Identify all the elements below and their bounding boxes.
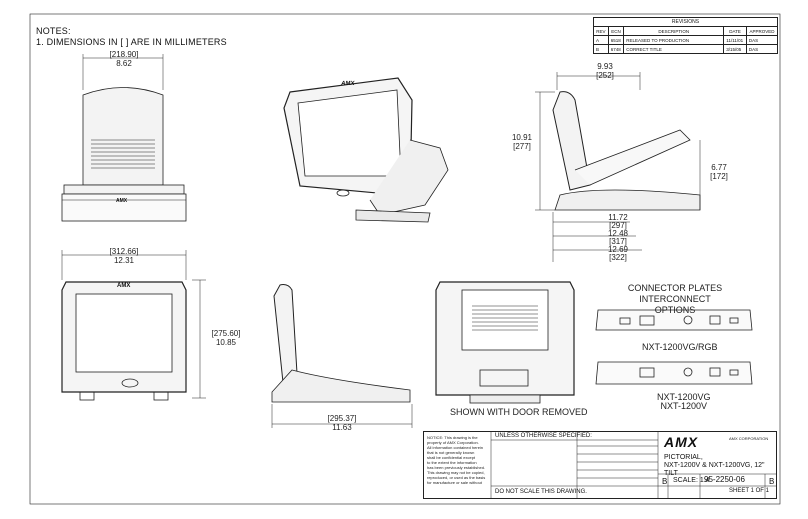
connector-plate-2 bbox=[595, 361, 753, 385]
iso-view bbox=[283, 77, 449, 223]
title-block: NOTICE: This drawing is the property of … bbox=[423, 431, 777, 499]
scale-value: SCALE: 1:4 bbox=[673, 477, 710, 484]
notes-heading: NOTES: bbox=[36, 26, 71, 36]
base-logo-top: AMX bbox=[116, 198, 128, 204]
do-not-scale: DO NOT SCALE THIS DRAWING. bbox=[495, 489, 587, 495]
dim-side-depth: 9.93[252] bbox=[596, 62, 614, 80]
revisions-table: REVISIONS REV ECN DESCRIPTION DATE APPRO… bbox=[593, 17, 779, 54]
table-row: B 6748 CORRECT TITLE 3/15/05 DAS bbox=[593, 44, 779, 54]
caption-plate-1: NXT-1200VG/RGB bbox=[642, 342, 718, 352]
sheet-number: SHEET 1 OF 1 bbox=[729, 488, 769, 494]
titleblock-logo: AMX bbox=[664, 434, 699, 450]
dim-top-width: [218.90]8.62 bbox=[109, 50, 139, 68]
revision-value: B bbox=[769, 477, 775, 486]
dim-side2-depth: [295.37]11.63 bbox=[327, 414, 357, 432]
dim-side-base: 11.72[297] 12.48[317] 12.69[322] bbox=[607, 213, 629, 262]
notes-item-1: 1. DIMENSIONS IN [ ] ARE IN MILLIMETERS bbox=[36, 37, 227, 47]
dim-side-pivot: 6.77[172] bbox=[710, 163, 728, 181]
drawing-title: PICTORIAL, NXT-1200V & NXT-1200VG, 12" T… bbox=[664, 454, 765, 477]
sheet-border bbox=[29, 13, 781, 505]
notes-block: NOTES: 1. DIMENSIONS IN [ ] ARE IN MILLI… bbox=[36, 26, 227, 48]
size-value: B bbox=[662, 477, 668, 486]
drawing-number: 95-2250-06 bbox=[704, 475, 745, 484]
dim-front-height: [275.60]10.85 bbox=[211, 329, 241, 347]
rev-cell: CORRECT TITLE bbox=[623, 44, 725, 54]
unless-specified: UNLESS OTHERWISE SPECIFIED: bbox=[495, 433, 592, 439]
dim-side-height: 10.91[277] bbox=[511, 133, 533, 151]
connector-plate-1 bbox=[595, 309, 753, 331]
side-view-lower bbox=[271, 284, 413, 428]
front-view bbox=[61, 250, 206, 401]
caption-door-removed: SHOWN WITH DOOR REMOVED bbox=[450, 407, 588, 417]
top-view bbox=[61, 54, 187, 222]
bezel-logo-iso: AMX bbox=[340, 81, 355, 87]
dim-front-width: [312.66]12.31 bbox=[109, 247, 139, 265]
rev-cell: B bbox=[593, 44, 609, 54]
rev-cell: DAS bbox=[745, 44, 779, 54]
bezel-logo-front: AMX bbox=[117, 283, 131, 289]
caption-plate-2: NXT-1200VG NXT-1200V bbox=[657, 392, 711, 411]
side-view-right bbox=[535, 72, 701, 262]
title-block-grid bbox=[490, 431, 777, 499]
notice-block: NOTICE: This drawing is the property of … bbox=[427, 435, 486, 485]
rear-view bbox=[435, 281, 575, 404]
caption-connector-plates: CONNECTOR PLATES INTERCONNECT OPTIONS bbox=[627, 283, 723, 315]
company-name: AMX CORPORATION bbox=[729, 436, 769, 441]
